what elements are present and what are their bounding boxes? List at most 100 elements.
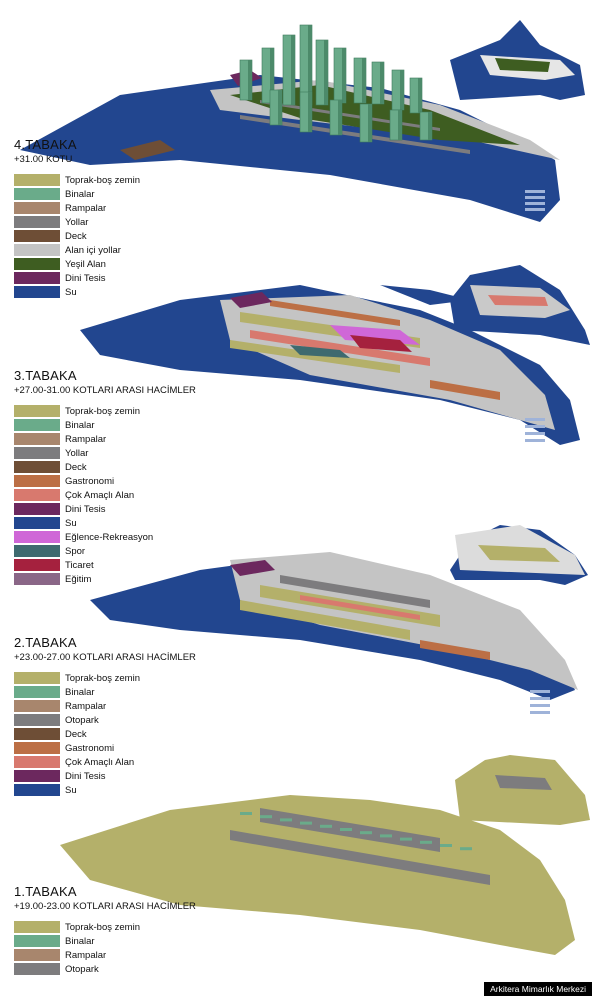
layer-elevation: +23.00-27.00 KOTLARI ARASI HACİMLER — [14, 652, 196, 663]
legend-label: Eğitim — [65, 573, 92, 585]
layer-title: 2.TABAKA — [14, 635, 77, 650]
legend-label: Eğlence-Rekreasyon — [65, 531, 154, 543]
legend-swatch — [14, 433, 60, 445]
legend-item: Çok Amaçlı Alan — [14, 488, 196, 502]
legend-label: Çok Amaçlı Alan — [65, 756, 135, 768]
legend-label: Alan içi yollar — [65, 244, 121, 256]
legend-label: Çok Amaçlı Alan — [65, 489, 135, 501]
legend-swatch — [14, 174, 60, 186]
legend-item: Su — [14, 285, 140, 299]
legend-swatch — [14, 258, 60, 270]
legend-item: Rampalar — [14, 201, 140, 215]
pier — [530, 704, 550, 707]
religious-facility — [230, 560, 275, 576]
tower-shade — [380, 62, 384, 104]
pier — [525, 439, 545, 442]
legend-swatch — [14, 559, 60, 571]
layer-elevation: +19.00-23.00 KOTLARI ARASI HACİMLER — [14, 901, 196, 912]
legend-item: Alan içi yollar — [14, 243, 140, 257]
building-strip — [260, 815, 272, 819]
legend-swatch — [14, 714, 60, 726]
sports-area — [290, 345, 350, 358]
legend-item: Binalar — [14, 685, 196, 699]
tower-shade — [278, 90, 282, 125]
pier — [525, 202, 545, 205]
legend-label: Toprak-boş zemin — [65, 921, 140, 933]
legend-item: Ticaret — [14, 558, 196, 572]
legend-label: Yollar — [65, 216, 89, 228]
legend-item: Rampalar — [14, 699, 196, 713]
legend-swatch — [14, 949, 60, 961]
inset-multipurpose — [488, 295, 548, 306]
pier — [530, 697, 550, 700]
legend-item: Otopark — [14, 962, 196, 976]
legend-item: Su — [14, 783, 196, 797]
legend-label: Ticaret — [65, 559, 94, 571]
legend-swatch — [14, 700, 60, 712]
legend-item: Rampalar — [14, 948, 196, 962]
legend-label: Yollar — [65, 447, 89, 459]
pier — [525, 432, 545, 435]
legend-item: Dini Tesis — [14, 502, 196, 516]
legend-item: Dini Tesis — [14, 271, 140, 285]
legend-item: Toprak-boş zemin — [14, 671, 196, 685]
legend-item: Dini Tesis — [14, 769, 196, 783]
legend-label: Gastronomi — [65, 475, 115, 487]
legend-item: Çok Amaçlı Alan — [14, 755, 196, 769]
legend-swatch — [14, 419, 60, 431]
legend-swatch — [14, 286, 60, 298]
tower-shade — [368, 104, 372, 142]
layer-elevation: +27.00-31.00 KOTLARI ARASI HACİMLER — [14, 385, 196, 396]
building-strip — [440, 844, 452, 847]
legend-label: Su — [65, 286, 77, 298]
pier — [525, 418, 545, 421]
pier — [530, 711, 550, 714]
pier — [525, 190, 545, 193]
legend-item: Rampalar — [14, 432, 196, 446]
legend-label: Rampalar — [65, 433, 107, 445]
gastronomy-area — [430, 380, 500, 400]
legend-swatch — [14, 489, 60, 501]
layer-title: 3.TABAKA — [14, 368, 77, 383]
legend-swatch — [14, 475, 60, 487]
legend-swatch — [14, 963, 60, 975]
legend-swatch — [14, 447, 60, 459]
legend-item: Gastronomi — [14, 741, 196, 755]
road — [240, 115, 470, 154]
building-strip — [460, 847, 472, 851]
layer-3-block: 3.TABAKA +27.00-31.00 KOTLARI ARASI HACİ… — [14, 368, 196, 586]
tower-shade — [418, 78, 422, 113]
legend-label: Toprak-boş zemin — [65, 405, 140, 417]
building-strip — [300, 821, 312, 825]
legend-label: Deck — [65, 728, 87, 740]
parking-area — [230, 830, 490, 885]
inset-green — [495, 58, 550, 72]
layer-2-block: 2.TABAKA +23.00-27.00 KOTLARI ARASI HACİ… — [14, 635, 196, 797]
legend-item: Deck — [14, 460, 196, 474]
legend-label: Su — [65, 784, 77, 796]
legend-swatch — [14, 202, 60, 214]
religious-facility — [230, 292, 272, 308]
legend-item: Eğitim — [14, 572, 196, 586]
inset-ground — [455, 755, 590, 825]
tower-shade — [428, 112, 432, 140]
legend-item: Toprak-boş zemin — [14, 920, 196, 934]
legend-swatch — [14, 728, 60, 740]
legend-item: Gastronomi — [14, 474, 196, 488]
legend-item: Binalar — [14, 934, 196, 948]
legend-swatch — [14, 742, 60, 754]
legend-label: Toprak-boş zemin — [65, 174, 140, 186]
legend-label: Deck — [65, 230, 87, 242]
legend-swatch — [14, 188, 60, 200]
legend-swatch — [14, 461, 60, 473]
tower-shade — [362, 58, 366, 103]
legend-item: Su — [14, 516, 196, 530]
multipurpose-area — [300, 595, 420, 620]
tower-shade — [291, 35, 295, 105]
building-strip — [340, 828, 352, 831]
